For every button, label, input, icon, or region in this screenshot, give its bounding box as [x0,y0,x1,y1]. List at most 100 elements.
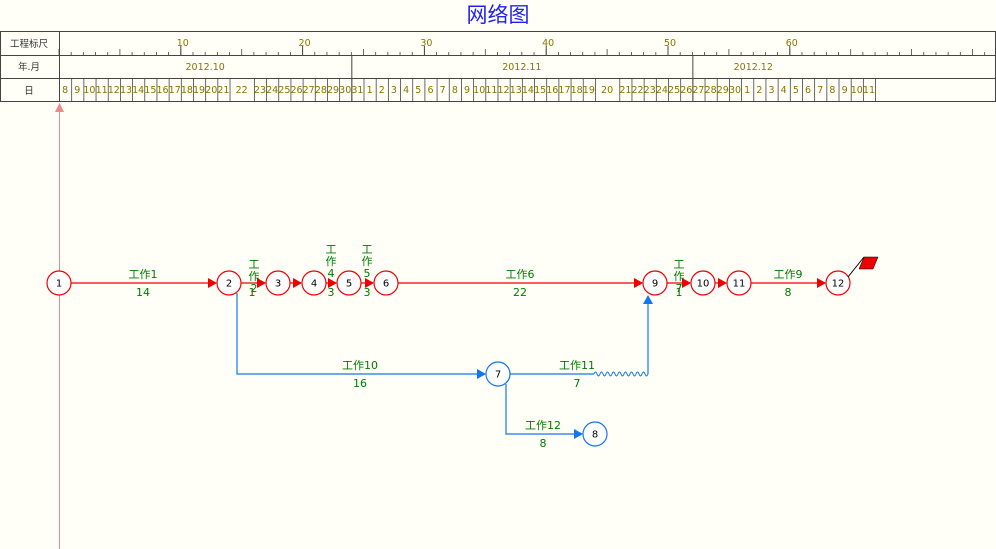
scale-tick-label: 50 [664,38,676,49]
arrowhead [208,278,217,288]
day-label: 17 [169,85,181,96]
arrowhead [817,278,826,288]
day-label: 24 [266,85,278,96]
day-label: 27 [692,85,704,96]
day-label: 15 [144,85,156,96]
day-label: 29 [327,85,339,96]
month-label: 2012.10 [186,62,225,73]
day-label: 23 [644,85,656,96]
day-label: 28 [315,85,327,96]
day-label: 7 [440,85,446,96]
day-label: 11 [485,85,497,96]
event-node-number: 4 [311,279,317,290]
activity-duration: 1 [676,286,683,299]
scale-tick-label: 30 [420,38,432,49]
day-label: 11 [96,85,108,96]
event-node-number: 1 [56,279,62,290]
day-label: 9 [74,85,80,96]
arrowhead [718,278,727,288]
day-label: 8 [452,85,458,96]
day-label: 30 [729,85,741,96]
scale-tick-label: 40 [542,38,554,49]
event-node [642,270,668,296]
day-label: 19 [583,85,595,96]
day-label: 17 [558,85,570,96]
day-label: 8 [62,85,68,96]
day-label: 24 [656,85,668,96]
day-label: 12 [498,85,510,96]
event-node-number: 10 [697,279,710,290]
event-node [301,270,327,296]
activity-duration: 8 [785,286,792,299]
day-label: 15 [534,85,546,96]
day-label: 13 [120,85,132,96]
day-label: 1 [367,85,373,96]
day-label: 11 [863,85,875,96]
event-node-number: 12 [832,279,845,290]
free-float-wave [593,371,649,377]
day-label: 6 [805,85,811,96]
day-label: 9 [464,85,470,96]
day-label: 18 [181,85,193,96]
day-label: 22 [236,85,248,96]
day-label: 20 [205,85,217,96]
day-label: 3 [391,85,397,96]
day-label: 5 [415,85,421,96]
flag-pole [847,256,865,278]
day-label: 12 [108,85,120,96]
day-label: 21 [217,85,229,96]
arrowhead [574,429,583,439]
month-label: 2012.11 [502,62,541,73]
day-label: 22 [632,85,644,96]
arrowhead [682,278,691,288]
day-label: 26 [680,85,692,96]
day-label: 19 [193,85,205,96]
arrowhead [365,278,374,288]
activity-name: 工作9 [774,268,803,281]
day-label: 4 [781,85,787,96]
day-label: 9 [842,85,848,96]
day-label: 25 [278,85,290,96]
activity-line [505,384,582,435]
event-node [46,270,72,296]
event-node-number: 8 [592,430,598,441]
day-label: 25 [668,85,680,96]
day-label: 16 [546,85,558,96]
day-label: 10 [851,85,863,96]
scale-tick-label: 10 [177,38,189,49]
event-node-number: 3 [275,279,281,290]
day-label: 30 [339,85,351,96]
event-node [336,270,362,296]
activity-line [236,293,485,375]
activity-name: 工作12 [525,419,561,432]
finish-flag-icon [858,256,879,270]
event-node-number: 7 [495,370,501,381]
activity-duration: 16 [353,377,367,390]
day-label: 20 [601,85,613,96]
day-label: 16 [156,85,168,96]
event-node [726,270,752,296]
day-label: 23 [254,85,266,96]
activity-arrows [55,103,826,549]
day-label: 2 [379,85,385,96]
activity-duration: 3 [364,286,371,299]
activity-name: 工作1 [129,268,158,281]
day-label: 1 [744,85,750,96]
activity-duration: 7 [574,377,581,390]
day-label: 6 [427,85,433,96]
scale-tick-label: 60 [786,38,798,49]
arrowhead [634,278,643,288]
event-node [582,421,608,447]
event-node-number: 2 [226,279,232,290]
event-node [373,270,399,296]
event-node [690,270,716,296]
diagram-title: 网络图 [466,3,530,27]
day-label: 21 [619,85,631,96]
arrowhead [477,369,486,379]
